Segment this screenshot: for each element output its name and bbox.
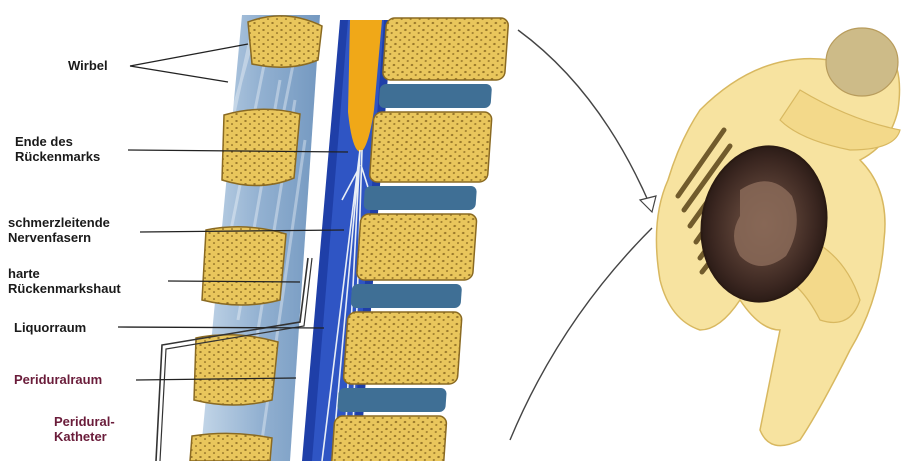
spinous-process-1 — [248, 16, 322, 67]
label-ende-des-rueckenmarks: Ende des Rückenmarks — [15, 134, 100, 164]
baby — [734, 181, 797, 266]
zoom-callout-upper — [518, 30, 650, 205]
label-wirbel: Wirbel — [68, 58, 108, 73]
label-nerven-line2: Nervenfasern — [8, 230, 110, 245]
vertebral-body-5 — [331, 416, 447, 461]
label-wirbel-text: Wirbel — [68, 58, 108, 73]
label-periduralraum: Periduralraum — [14, 372, 102, 387]
label-liquorraum: Liquorraum — [14, 320, 86, 335]
label-nerven-line1: schmerzleitende — [8, 215, 110, 230]
label-ende-line1: Ende des — [15, 134, 100, 149]
curled-figure — [656, 28, 900, 446]
label-nervenfasern: schmerzleitende Nervenfasern — [8, 215, 110, 245]
disc-2 — [363, 186, 477, 210]
disc-4 — [337, 388, 447, 412]
label-harte-rueckenmarkshaut: harte Rückenmarkshaut — [8, 266, 121, 296]
vertebral-body-4 — [343, 312, 462, 384]
disc-1 — [378, 84, 492, 108]
label-harte-line2: Rückenmarkshaut — [8, 281, 121, 296]
spinous-process-4 — [194, 335, 278, 405]
spinous-process-2 — [222, 109, 300, 185]
label-ende-line2: Rückenmarks — [15, 149, 100, 164]
label-katheter-line1: Peridural- — [54, 414, 115, 429]
spinous-process-3 — [202, 227, 286, 305]
label-liquor-text: Liquorraum — [14, 320, 86, 335]
label-peridural-text: Periduralraum — [14, 372, 102, 387]
spinous-process-5 — [190, 433, 272, 461]
vertebral-body-1 — [382, 18, 508, 80]
label-harte-line1: harte — [8, 266, 121, 281]
zoom-callout-lower — [510, 228, 652, 440]
zoom-callout-upper-arrow — [640, 196, 656, 212]
label-peridural-katheter: Peridural- Katheter — [54, 414, 115, 444]
figure-head — [826, 28, 898, 96]
disc-3 — [350, 284, 462, 308]
label-katheter-line2: Katheter — [54, 429, 115, 444]
vertebral-body-3 — [356, 214, 477, 280]
vertebral-body-2 — [369, 112, 492, 182]
